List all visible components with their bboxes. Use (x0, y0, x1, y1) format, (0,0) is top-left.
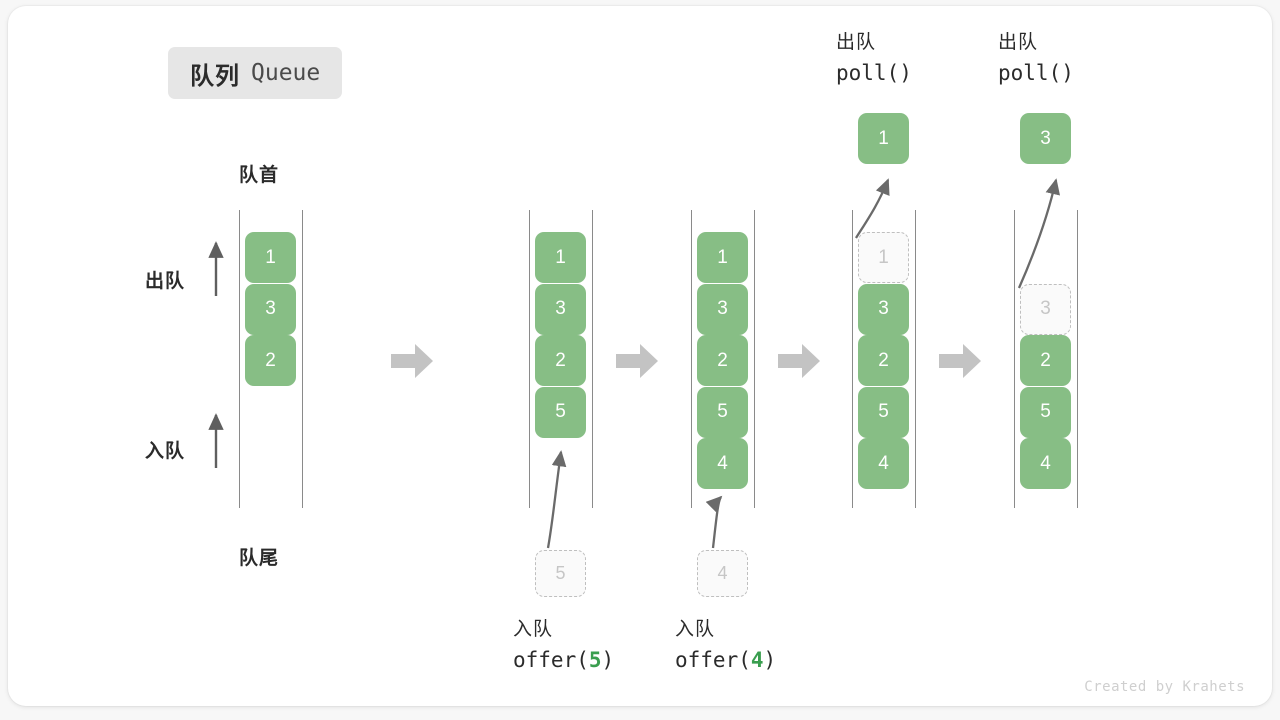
step-transition-arrow (776, 338, 822, 384)
queue-element: 5 (697, 386, 748, 438)
queue-element: 3 (245, 283, 296, 335)
queue-element: 5 (535, 386, 586, 438)
queue-rail-left (1014, 210, 1015, 508)
front-label: 队首 (239, 165, 280, 186)
queue-rail-left (529, 210, 530, 508)
step-transition-arrow (937, 338, 983, 384)
queue-element: 4 (697, 438, 748, 489)
queue-element: 3 (697, 283, 748, 335)
operation-caption-cn: 出队 (836, 32, 877, 53)
queue-rail-right (915, 210, 916, 508)
queue-element: 3 (535, 283, 586, 335)
queue-element: 4 (858, 438, 909, 489)
queue-rail-left (852, 210, 853, 508)
operation-caption-cn: 入队 (513, 619, 554, 640)
operation-caption-cn: 入队 (675, 619, 716, 640)
dequeue-side-label: 出队 (145, 271, 186, 292)
popped-element: 1 (858, 113, 909, 164)
queue-element: 2 (858, 335, 909, 386)
queue-element: 3 (858, 283, 909, 335)
queue-element: 5 (1020, 386, 1071, 438)
queue-rail-left (691, 210, 692, 508)
watermark: Created by Krahets (1084, 679, 1245, 695)
operation-caption-code: poll() (998, 61, 1074, 86)
queue-element: 4 (1020, 438, 1071, 489)
queue-element: 1 (858, 232, 909, 283)
title-en: Queue (251, 60, 321, 86)
title-cn: 队列 (190, 62, 240, 90)
queue-rail-right (592, 210, 593, 508)
incoming-element: 4 (697, 550, 748, 597)
queue-element: 5 (858, 386, 909, 438)
operation-caption: 入队 offer(5) (491, 615, 681, 677)
enqueue-side-label: 入队 (145, 441, 186, 462)
queue-rail-right (754, 210, 755, 508)
step-transition-arrow (614, 338, 660, 384)
popped-element: 3 (1020, 113, 1071, 164)
queue-rail-right (302, 210, 303, 508)
operation-caption-code: offer(5) (513, 648, 615, 673)
operation-caption-code: poll() (836, 61, 912, 86)
queue-rail-left (239, 210, 240, 508)
operation-argument: 5 (588, 648, 602, 673)
queue-element: 2 (697, 335, 748, 386)
queue-element: 2 (535, 335, 586, 386)
operation-caption: 入队 offer(4) (653, 615, 843, 677)
operation-caption-cn: 出队 (998, 32, 1039, 53)
queue-element: 2 (245, 335, 296, 386)
rear-label: 队尾 (239, 548, 280, 569)
queue-element: 1 (245, 232, 296, 283)
operation-caption: 出队 poll() (814, 28, 1004, 90)
title-badge: 队列 Queue (168, 47, 343, 99)
operation-caption: 出队 poll() (976, 28, 1166, 90)
operation-caption-code: offer(4) (675, 648, 777, 673)
queue-rail-right (1077, 210, 1078, 508)
queue-element: 2 (1020, 335, 1071, 386)
step-transition-arrow (389, 338, 435, 384)
queue-element: 3 (1020, 283, 1071, 335)
incoming-element: 5 (535, 550, 586, 597)
operation-argument: 4 (750, 648, 764, 673)
queue-element: 1 (535, 232, 586, 283)
queue-element: 1 (697, 232, 748, 283)
